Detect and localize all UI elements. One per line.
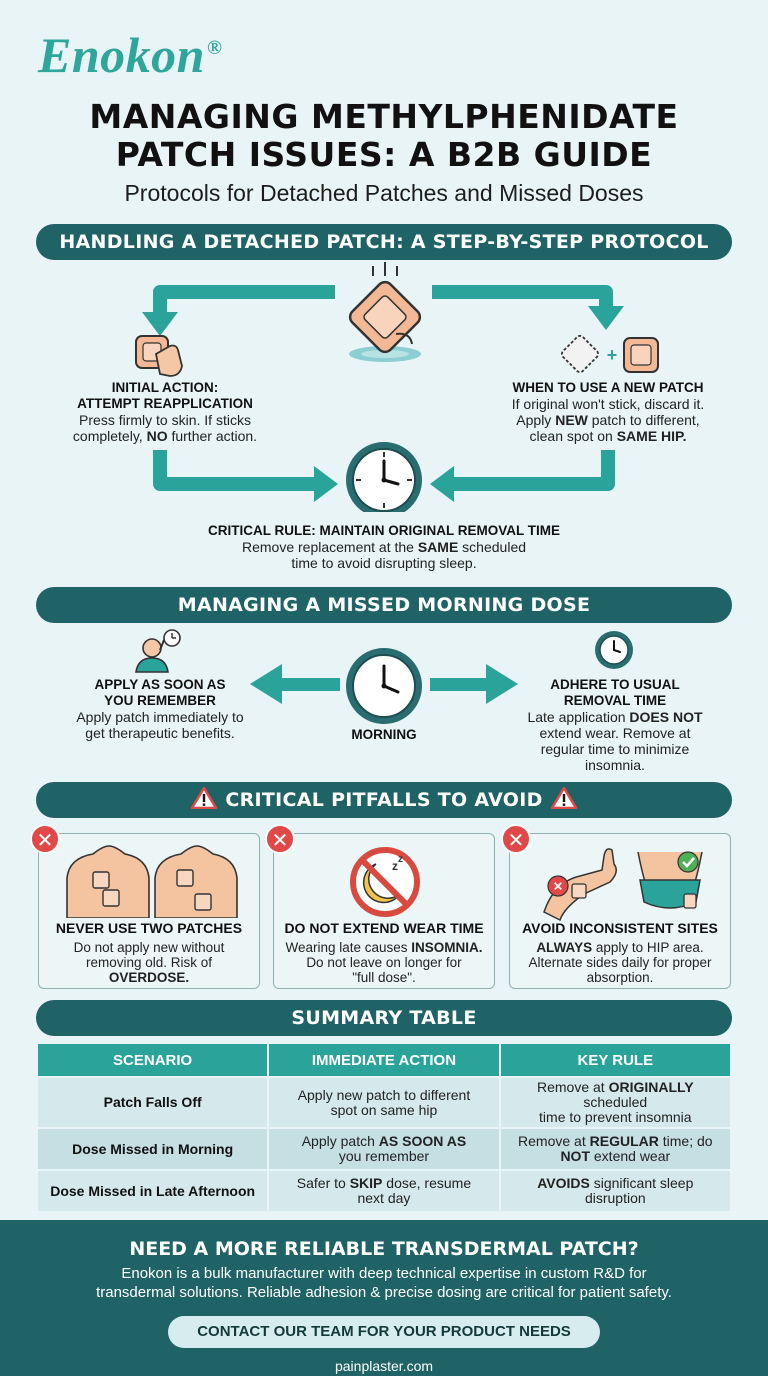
pitfall-card-extend-wear: z z DO NOT EXTEND WEAR TIME Wearing late… bbox=[273, 833, 495, 989]
title-line-2: PATCH ISSUES: A B2B GUIDE bbox=[115, 135, 653, 174]
section-banner-summary: SUMMARY TABLE bbox=[36, 1000, 732, 1036]
arrow-top-right bbox=[432, 285, 624, 330]
morning-clock-icon bbox=[346, 648, 422, 724]
title-line-1: MANAGING METHYLPHENIDATE bbox=[89, 97, 679, 136]
new-patch-text-1: If original won't stick, discard it. bbox=[511, 396, 705, 412]
new-patch-text-2: Apply NEW patch to different, bbox=[516, 412, 700, 428]
pitfall-card-two-patches: NEVER USE TWO PATCHES Do not apply new w… bbox=[38, 833, 260, 989]
table-cell-action: Apply patch AS SOON AS you remember bbox=[267, 1127, 501, 1171]
table-cell-scenario: Dose Missed in Morning bbox=[35, 1127, 270, 1171]
pitfall-card-inconsistent-sites: ✕ AVOID INCONSISTENT SITES ALWAYS apply … bbox=[509, 833, 731, 989]
apply-asap-heading-1: APPLY AS SOON AS bbox=[94, 677, 226, 692]
arm-and-hip-sites-icon: ✕ bbox=[543, 848, 703, 922]
usual-removal-heading-1: ADHERE TO USUAL bbox=[550, 677, 680, 692]
footer-heading: NEED A MORE RELIABLE TRANSDERMAL PATCH? bbox=[129, 1238, 639, 1260]
table-row: Dose Missed in Morning Apply patch AS SO… bbox=[35, 1127, 733, 1171]
usual-removal-text-1: Late application DOES NOT bbox=[527, 709, 703, 725]
apply-asap-block: APPLY AS SOON AS YOU REMEMBER Apply patc… bbox=[40, 677, 280, 741]
table-cell-scenario: Dose Missed in Late Afternoon bbox=[35, 1169, 270, 1213]
reapplication-text-1: Press firmly to skin. If sticks bbox=[79, 412, 251, 428]
column-header-rule: KEY RULE bbox=[498, 1042, 733, 1078]
person-reminder-icon bbox=[135, 629, 181, 673]
reapplication-block: INITIAL ACTION: ATTEMPT REAPPLICATION Pr… bbox=[40, 380, 290, 444]
card-1-heading: NEVER USE TWO PATCHES bbox=[55, 920, 243, 936]
table-row: Patch Falls Off Apply new patch to diffe… bbox=[35, 1076, 733, 1129]
footer: NEED A MORE RELIABLE TRANSDERMAL PATCH? … bbox=[0, 1220, 768, 1376]
new-patch-block: WHEN TO USE A NEW PATCH If original won'… bbox=[478, 380, 738, 444]
table-cell-rule: AVOIDS significant sleep disruption bbox=[498, 1169, 733, 1213]
small-clock-icon bbox=[595, 631, 633, 669]
usual-removal-heading-2: REMOVAL TIME bbox=[563, 693, 667, 708]
svg-text:z: z bbox=[398, 854, 403, 865]
usual-removal-block: ADHERE TO USUAL REMOVAL TIME Late applic… bbox=[490, 677, 740, 773]
double-arrow-left bbox=[250, 664, 340, 704]
column-header-action: IMMEDIATE ACTION bbox=[267, 1042, 501, 1078]
usual-removal-text-3: regular time to minimize bbox=[540, 741, 690, 757]
double-arrow-right bbox=[430, 664, 518, 704]
arrow-bottom-left bbox=[153, 450, 338, 502]
table-cell-scenario: Patch Falls Off bbox=[35, 1076, 270, 1129]
no-sleep-moon-icon: z z bbox=[350, 847, 420, 917]
missed-dose-diagram bbox=[135, 629, 633, 724]
table-cell-rule: Remove at ORIGINALLY scheduled time to p… bbox=[498, 1076, 733, 1129]
card-2-heading: DO NOT EXTEND WEAR TIME bbox=[284, 920, 484, 936]
svg-text:✕: ✕ bbox=[553, 880, 563, 894]
apply-asap-text-2: get therapeutic benefits. bbox=[85, 725, 235, 741]
warning-icon bbox=[191, 785, 218, 821]
reapplication-heading-2: ATTEMPT REAPPLICATION bbox=[77, 396, 253, 411]
card-3-heading: AVOID INCONSISTENT SITES bbox=[522, 920, 718, 936]
summary-table: SCENARIO IMMEDIATE ACTION KEY RULE Patch… bbox=[35, 1042, 733, 1213]
brand-name: Enokon bbox=[38, 27, 205, 83]
x-mark-icon: ✕ bbox=[501, 824, 531, 854]
two-patches-on-body-icon bbox=[66, 845, 238, 918]
card-3-text: ALWAYS apply to HIP area. Alternate side… bbox=[528, 940, 712, 985]
page-title: MANAGING METHYLPHENIDATE PATCH ISSUES: A… bbox=[0, 98, 768, 174]
new-patch-heading: WHEN TO USE A NEW PATCH bbox=[512, 380, 704, 395]
table-cell-action: Apply new patch to different spot on sam… bbox=[267, 1076, 501, 1129]
critical-rule-heading: CRITICAL RULE: MAINTAIN ORIGINAL REMOVAL… bbox=[208, 523, 560, 538]
critical-rule-text-1: Remove replacement at the SAME scheduled bbox=[241, 539, 527, 555]
new-patch-text-3: clean spot on SAME HIP. bbox=[529, 428, 687, 444]
svg-text:+: + bbox=[607, 345, 618, 365]
reapplication-heading-1: INITIAL ACTION: bbox=[111, 380, 219, 395]
card-2-text: Wearing late causes INSOMNIA. Do not lea… bbox=[285, 940, 483, 985]
clock-icon bbox=[346, 442, 422, 512]
table-row: Dose Missed in Late Afternoon Safer to S… bbox=[35, 1169, 733, 1213]
usual-removal-text-4: insomnia. bbox=[585, 757, 645, 773]
hand-press-patch-icon bbox=[135, 335, 183, 377]
card-1-text: Do not apply new without removing old. R… bbox=[73, 940, 225, 985]
warning-icon bbox=[550, 785, 577, 821]
contact-team-button[interactable]: CONTACT OUR TEAM FOR YOUR PRODUCT NEEDS bbox=[168, 1316, 600, 1348]
table-cell-rule: Remove at REGULAR time; do NOT extend we… bbox=[498, 1127, 733, 1171]
arrow-top-left bbox=[142, 285, 335, 336]
page-subtitle: Protocols for Detached Patches and Misse… bbox=[124, 180, 644, 206]
table-cell-action: Safer to SKIP dose, resume next day bbox=[267, 1169, 501, 1213]
x-mark-icon: ✕ bbox=[265, 824, 295, 854]
pitfalls-banner-text: CRITICAL PITFALLS TO AVOID bbox=[225, 789, 543, 811]
section-banner-pitfalls: CRITICAL PITFALLS TO AVOID bbox=[36, 782, 732, 818]
critical-rule-text-2: time to avoid disrupting sleep. bbox=[291, 555, 477, 571]
falling-patch-icon bbox=[348, 262, 422, 362]
detached-patch-flow-diagram: + bbox=[135, 262, 659, 512]
section-banner-detached-patch: HANDLING A DETACHED PATCH: A STEP-BY-STE… bbox=[36, 224, 732, 260]
section-banner-missed-dose: MANAGING A MISSED MORNING DOSE bbox=[36, 587, 732, 623]
apply-asap-heading-2: YOU REMEMBER bbox=[104, 693, 216, 708]
brand-registered-mark: ® bbox=[206, 37, 223, 60]
table-header-row: SCENARIO IMMEDIATE ACTION KEY RULE bbox=[35, 1042, 733, 1078]
brand-logo: Enokon® bbox=[38, 26, 222, 84]
website-link[interactable]: painplaster.com bbox=[334, 1358, 434, 1374]
replace-patch-icon: + bbox=[560, 334, 659, 374]
footer-body: Enokon is a bulk manufacturer with deep … bbox=[96, 1265, 672, 1301]
apply-asap-text-1: Apply patch immediately to bbox=[76, 709, 244, 725]
morning-label: MORNING bbox=[351, 727, 417, 742]
usual-removal-text-2: extend wear. Remove at bbox=[539, 725, 691, 741]
critical-rule-block: CRITICAL RULE: MAINTAIN ORIGINAL REMOVAL… bbox=[134, 523, 634, 571]
arrow-bottom-right bbox=[430, 450, 615, 502]
x-mark-icon: ✕ bbox=[30, 824, 60, 854]
column-header-scenario: SCENARIO bbox=[35, 1042, 270, 1078]
reapplication-text-2: completely, NO further action. bbox=[72, 428, 258, 444]
svg-text:z: z bbox=[392, 859, 398, 873]
